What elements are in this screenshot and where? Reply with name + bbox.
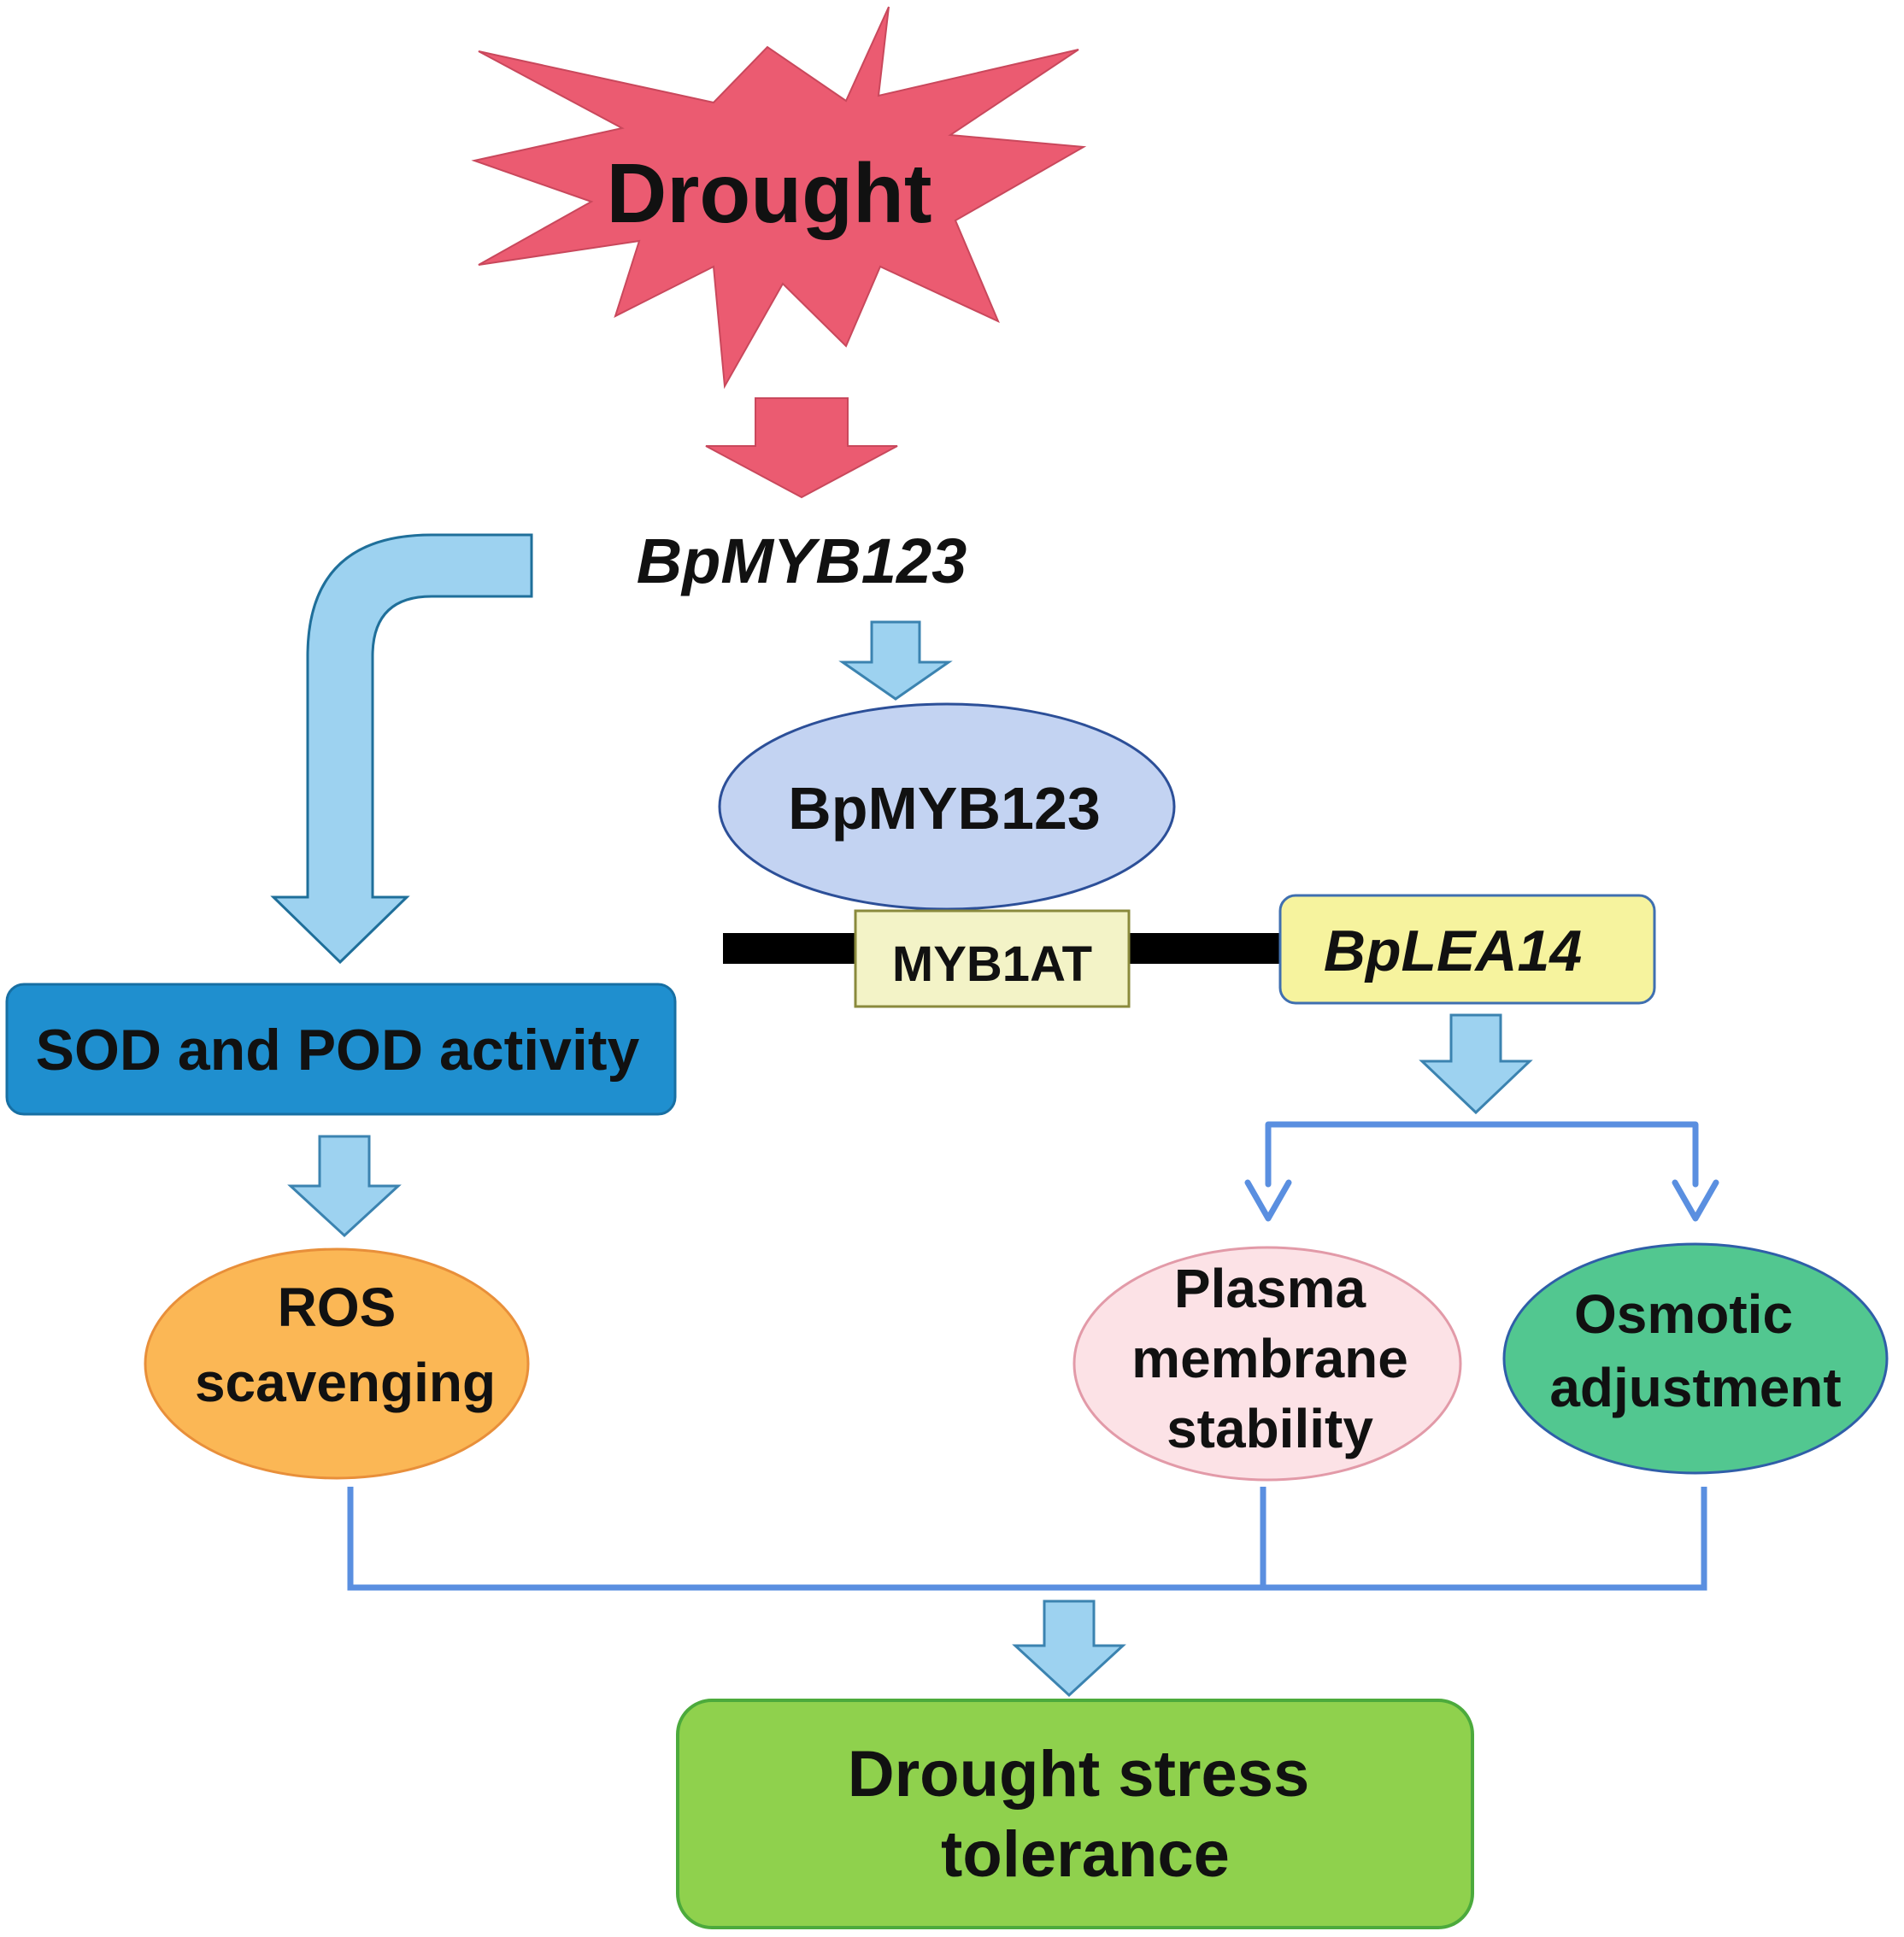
protein-label: BpMYB123: [788, 775, 1101, 842]
target-gene-label: BpLEA14: [1324, 919, 1582, 983]
osmotic-label-line1: Osmotic: [1574, 1283, 1793, 1345]
enzyme-activity-label: SOD and POD activity: [36, 1018, 640, 1083]
outcome-label-line1: Drought stress: [848, 1738, 1310, 1811]
merge-connector: [347, 1487, 1707, 1591]
branch-connector: [1244, 1121, 1719, 1222]
membrane-ellipse: [1072, 1246, 1462, 1482]
osmotic-label-line2: adjustment: [1549, 1357, 1841, 1418]
outcome-label-line2: tolerance: [941, 1818, 1230, 1891]
enzyme-activity-box: [5, 983, 677, 1116]
gene-label: BpMYB123: [637, 525, 967, 596]
drought-arrow: [705, 397, 898, 499]
ros-label-line2: scavenging: [195, 1352, 496, 1413]
gene-to-protein-arrow: [838, 620, 953, 701]
drought-label: Drought: [607, 146, 932, 240]
membrane-label-line3: stability: [1166, 1398, 1373, 1459]
drought-starburst: [471, 6, 1087, 390]
ros-label-line1: ROS: [278, 1277, 397, 1338]
lea-arrow: [1419, 1013, 1533, 1115]
membrane-label-line1: Plasma: [1174, 1258, 1366, 1319]
outcome-box: [676, 1699, 1474, 1929]
membrane-label-line2: membrane: [1131, 1328, 1408, 1389]
bent-arrow: [270, 533, 533, 965]
motif-label: MYB1AT: [892, 936, 1092, 992]
merge-arrow: [1012, 1599, 1126, 1698]
ros-ellipse: [144, 1247, 530, 1480]
target-gene-box: [1278, 894, 1656, 1005]
protein-ellipse: [718, 702, 1176, 911]
motif-box: [854, 909, 1131, 1008]
osmotic-ellipse: [1502, 1242, 1889, 1475]
enzyme-to-ros-arrow: [287, 1135, 402, 1238]
